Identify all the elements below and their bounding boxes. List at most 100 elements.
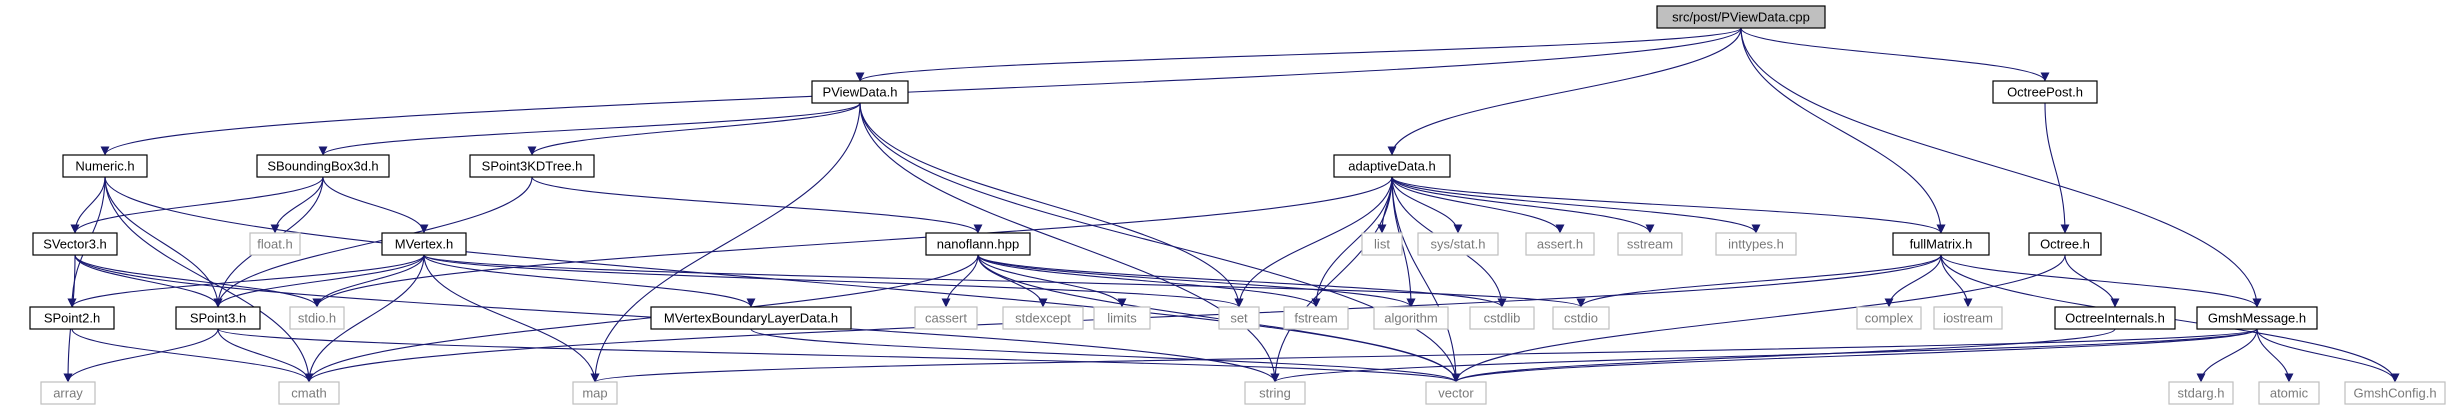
node-fstream: fstream <box>1283 306 1349 330</box>
node-box-atomic <box>2258 381 2320 405</box>
node-label-gmshmsg: GmshMessage.h <box>2208 311 2306 326</box>
node-root[interactable]: src/post/PViewData.cpp <box>1656 5 1826 29</box>
node-box-cstdlib <box>1469 306 1535 330</box>
edge-nanoflann-to-algorithm <box>977 254 1416 308</box>
edge-pviewdata-to-sbbox <box>318 102 861 156</box>
edge-mvertex-to-stdioh <box>312 254 425 308</box>
node-label-list: list <box>1374 237 1390 252</box>
node-stdioh: stdio.h <box>289 306 345 330</box>
node-complex: complex <box>1856 306 1922 330</box>
node-box-iostream <box>1933 306 2003 330</box>
node-label-sstream: sstream <box>1627 237 1673 252</box>
node-label-iostream: iostream <box>1943 311 1993 326</box>
edge-mvertex-to-spoint2 <box>67 254 425 308</box>
node-label-numeric: Numeric.h <box>75 159 134 174</box>
node-box-floath <box>249 232 301 256</box>
edge-gmshmsg-to-atomic <box>2256 328 2294 383</box>
node-string: string <box>1244 381 1306 405</box>
node-pviewdata[interactable]: PViewData.h <box>811 80 909 104</box>
node-cstdio: cstdio <box>1552 306 1610 330</box>
edge-adaptive-to-sstream <box>1391 176 1655 234</box>
edge-nanoflann-to-cassert <box>941 254 979 308</box>
node-label-string: string <box>1259 386 1291 401</box>
node-mvblayer[interactable]: MVertexBoundaryLayerData.h <box>650 306 852 330</box>
edge-numeric-to-svector3 <box>70 176 106 234</box>
node-mvertex[interactable]: MVertex.h <box>381 232 467 256</box>
node-label-octree: Octree.h <box>2040 237 2090 252</box>
node-stdargh: stdarg.h <box>2168 381 2234 405</box>
node-svector3[interactable]: SVector3.h <box>32 232 118 256</box>
node-box-cstdio <box>1552 306 1610 330</box>
node-label-spoint2: SPoint2.h <box>44 311 100 326</box>
node-label-fullmatrix: fullMatrix.h <box>1910 237 1973 252</box>
node-box-fstream <box>1283 306 1349 330</box>
edge-adaptive-to-string <box>1270 176 1393 383</box>
edge-layer <box>63 27 2400 383</box>
node-box-limits <box>1093 306 1151 330</box>
node-box-asserth <box>1525 232 1595 256</box>
node-box-root <box>1656 5 1826 29</box>
node-label-complex: complex <box>1865 311 1914 326</box>
node-box-sstream <box>1617 232 1683 256</box>
node-octreeint[interactable]: OctreeInternals.h <box>2054 306 2176 330</box>
node-gmshconfig: GmshConfig.h <box>2344 381 2446 405</box>
node-gmshmsg[interactable]: GmshMessage.h <box>2196 306 2318 330</box>
node-box-array <box>40 381 96 405</box>
node-label-skd: SPoint3KDTree.h <box>482 159 583 174</box>
node-box-octree <box>2028 232 2102 256</box>
node-skd[interactable]: SPoint3KDTree.h <box>469 154 595 178</box>
node-box-stdexcept <box>1002 306 1084 330</box>
edge-pviewdata-to-map <box>590 102 861 383</box>
edge-adaptive-to-sysstat <box>1391 176 1463 234</box>
edge-nanoflann-to-vector <box>977 254 1461 383</box>
edge-skd-to-nanoflann <box>531 176 983 234</box>
node-sysstat: sys/stat.h <box>1417 232 1499 256</box>
node-label-limits: limits <box>1107 311 1137 326</box>
edge-adaptive-to-set <box>1234 176 1393 308</box>
node-octree[interactable]: Octree.h <box>2028 232 2102 256</box>
node-numeric[interactable]: Numeric.h <box>62 154 148 178</box>
node-box-spoint2 <box>29 306 115 330</box>
node-sbbox[interactable]: SBoundingBox3d.h <box>256 154 390 178</box>
node-asserth: assert.h <box>1525 232 1595 256</box>
node-spoint2[interactable]: SPoint2.h <box>29 306 115 330</box>
node-box-gmshmsg <box>2196 306 2318 330</box>
node-box-numeric <box>62 154 148 178</box>
node-label-sbbox: SBoundingBox3d.h <box>267 159 378 174</box>
edge-spoint2-to-cmath <box>71 328 314 383</box>
node-fullmatrix[interactable]: fullMatrix.h <box>1892 232 1990 256</box>
edge-octree-to-vector <box>1451 254 2066 383</box>
edge-gmshmsg-to-string <box>1270 328 2258 383</box>
edge-adaptive-to-stdioh <box>312 176 1393 308</box>
node-label-asserth: assert.h <box>1537 237 1583 252</box>
node-label-stdargh: stdarg.h <box>2178 386 2225 401</box>
node-box-sysstat <box>1417 232 1499 256</box>
edge-numeric-to-cmath <box>104 176 314 383</box>
edge-adaptive-to-fullmatrix <box>1391 176 1946 234</box>
edge-root-to-fullmatrix <box>1740 27 1946 234</box>
node-box-inttypes <box>1715 232 1797 256</box>
node-label-root: src/post/PViewData.cpp <box>1672 10 1810 25</box>
node-label-cstdlib: cstdlib <box>1484 311 1521 326</box>
edge-adaptive-to-asserth <box>1391 176 1565 234</box>
node-nanoflann[interactable]: nanoflann.hpp <box>925 232 1031 256</box>
edge-gmshmsg-to-stdargh <box>2196 328 2258 383</box>
edge-fullmatrix-to-iostream <box>1940 254 1973 308</box>
node-box-map <box>572 381 618 405</box>
node-spoint3[interactable]: SPoint3.h <box>175 306 261 330</box>
edge-nanoflann-to-cmath <box>304 254 979 383</box>
edge-svector3-to-spoint3 <box>74 254 223 308</box>
node-octreepost[interactable]: OctreePost.h <box>1992 80 2098 104</box>
edge-gmshmsg-to-gmshconfig <box>2256 328 2400 383</box>
edge-octree-to-octreeint <box>2064 254 2120 308</box>
node-adaptive[interactable]: adaptiveData.h <box>1333 154 1451 178</box>
node-label-vector: vector <box>1438 386 1474 401</box>
edge-sbbox-to-floath <box>270 176 324 234</box>
node-label-mvertex: MVertex.h <box>395 237 454 252</box>
node-box-sbbox <box>256 154 390 178</box>
node-stdexcept: stdexcept <box>1002 306 1084 330</box>
node-atomic: atomic <box>2258 381 2320 405</box>
node-box-mvertex <box>381 232 467 256</box>
node-floath: float.h <box>249 232 301 256</box>
